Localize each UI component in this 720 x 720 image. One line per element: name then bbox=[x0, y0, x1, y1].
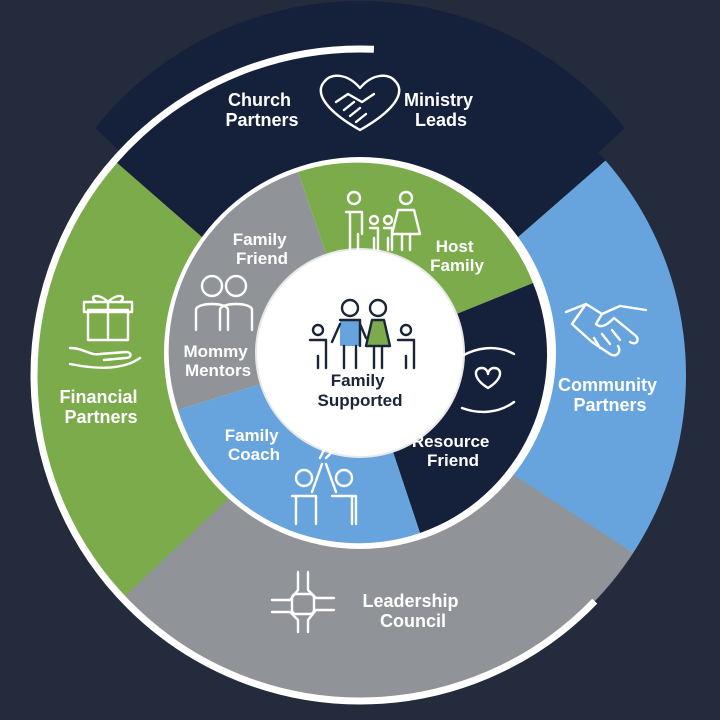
leadership-council-label: Leadership Council bbox=[362, 591, 463, 631]
heart-handshake-icon bbox=[319, 74, 401, 132]
outer-ring-border-bottom bbox=[30, 45, 690, 705]
gift-in-hand-icon bbox=[68, 294, 142, 369]
family-supported-label: Family Supported bbox=[318, 371, 403, 410]
ministry-leads-label: Ministry Leads bbox=[404, 90, 478, 130]
two-people-icon bbox=[194, 274, 254, 332]
financial-partners-label: Financial Partners bbox=[59, 387, 142, 427]
family-coach-label: Family Coach bbox=[225, 426, 284, 464]
high-five-icon bbox=[290, 448, 358, 526]
heart-in-hands-icon bbox=[460, 346, 516, 414]
family-friend-label: Family Friend bbox=[233, 230, 292, 268]
church-partners-label: Church Partners bbox=[225, 90, 298, 130]
mommy-mentors-label: Mommy Mentors bbox=[184, 342, 253, 380]
community-partners-label: Community Partners bbox=[558, 375, 662, 415]
host-family-label: Host Family bbox=[430, 237, 484, 275]
family-group-icon bbox=[344, 190, 422, 252]
stacked-hands-icon bbox=[270, 570, 336, 634]
family-icon bbox=[308, 298, 416, 370]
segment-leadership-council bbox=[110, 375, 690, 720]
center-circle-border bbox=[255, 248, 465, 458]
handshake-icon bbox=[564, 302, 648, 357]
resource-friend-label: Resource Friend bbox=[412, 432, 494, 470]
